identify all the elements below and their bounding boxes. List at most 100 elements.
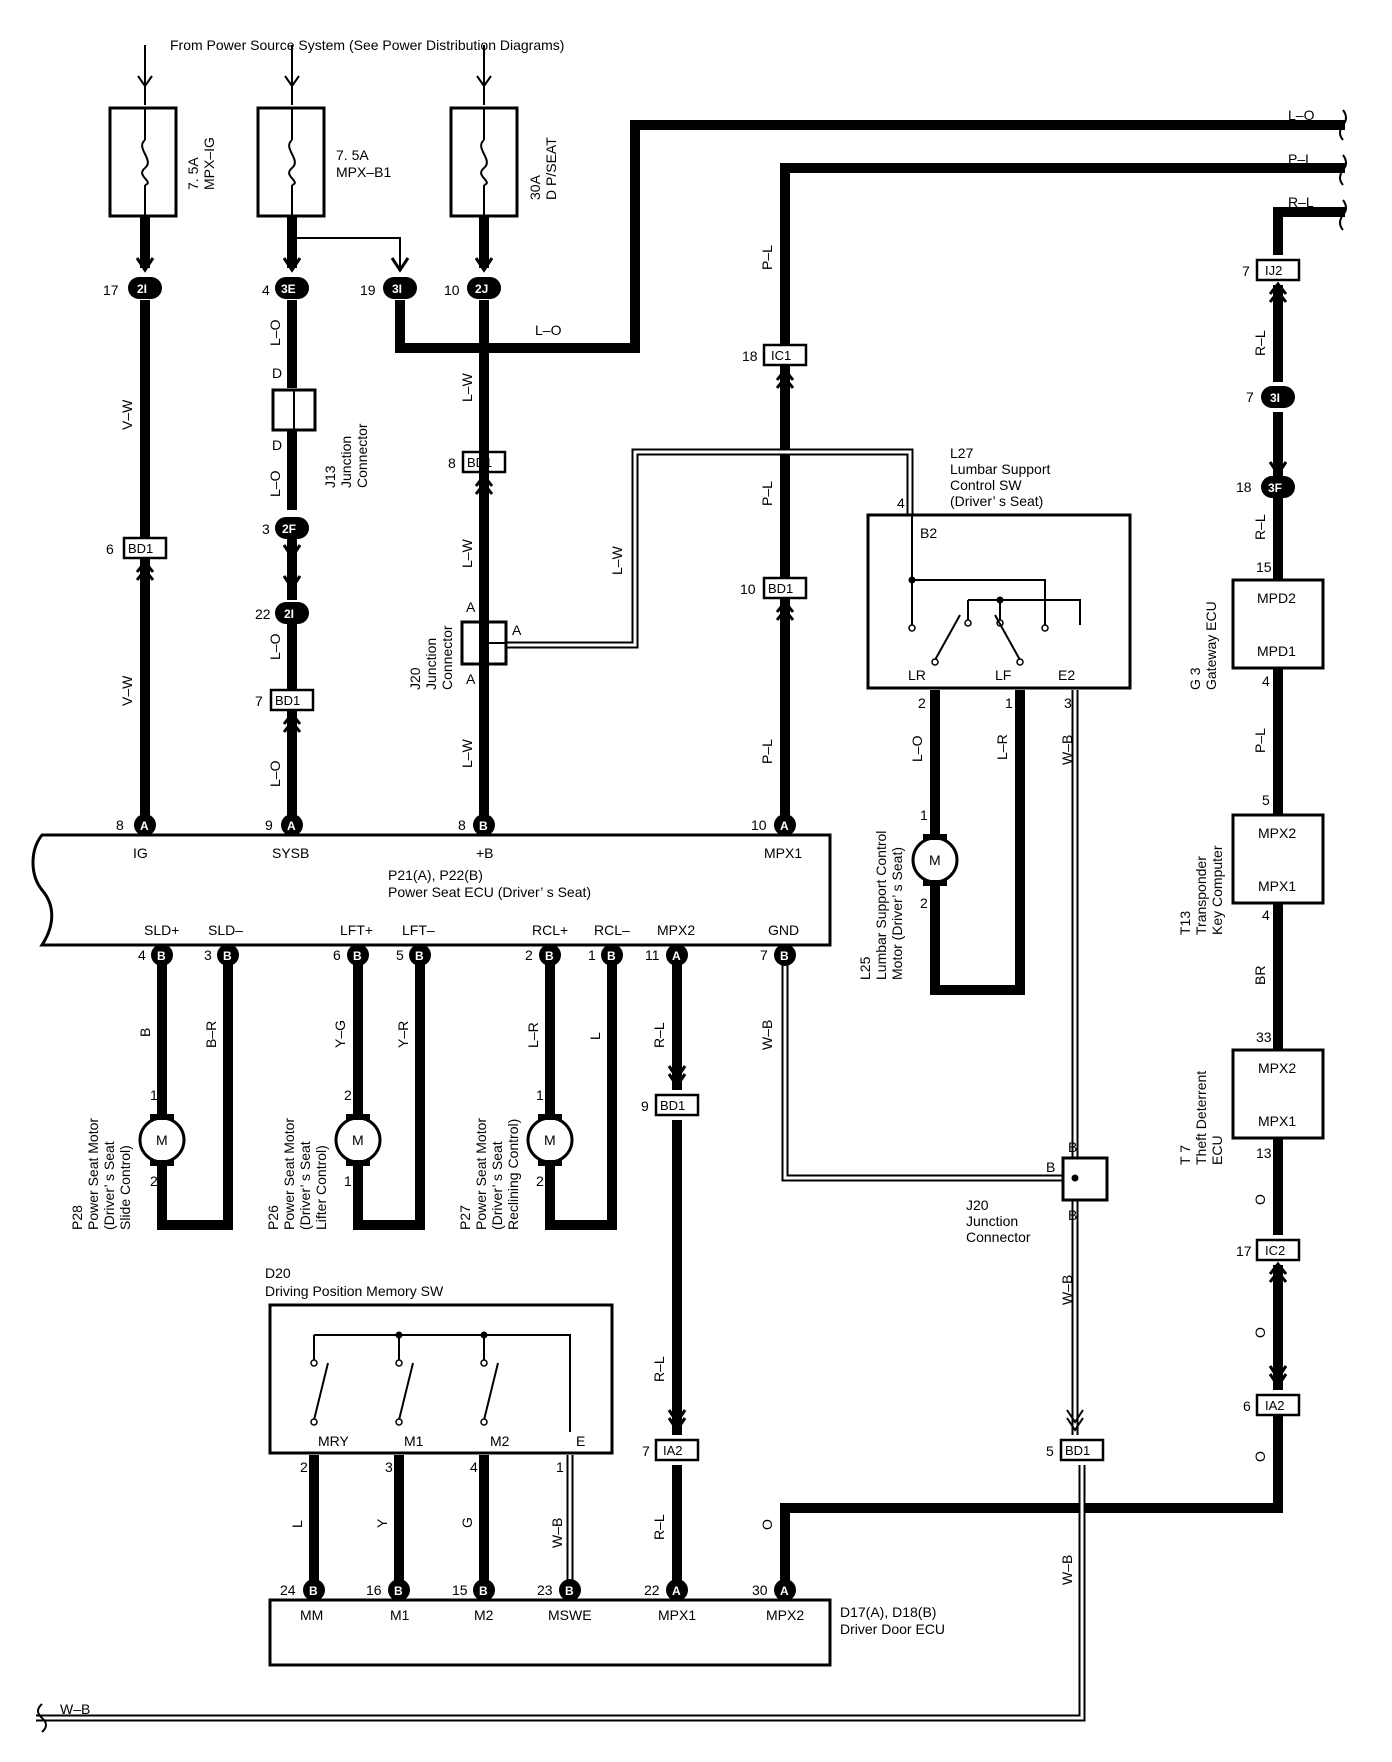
svg-text:19: 19 [360,282,376,298]
svg-text:V–W: V–W [119,675,135,706]
motor-p26-lifter: 2 M 1 P26 Power Seat Motor (Driver’ s Se… [265,1087,382,1230]
svg-text:J20: J20 [407,667,423,690]
svg-text:MPD1: MPD1 [1257,643,1296,659]
wire-slide-motor [157,960,233,1230]
svg-text:2: 2 [920,895,928,911]
j20-top-junction: A A A J20 Junction Connector [407,599,522,690]
svg-text:11: 11 [645,947,660,963]
svg-text:B: B [565,1584,574,1598]
svg-text:(Driver’ s Seat: (Driver’ s Seat [101,1141,117,1230]
svg-text:Control SW: Control SW [950,477,1022,493]
svg-text:L: L [587,1032,603,1040]
svg-text:L–R: L–R [994,734,1010,760]
svg-text:E2: E2 [1058,667,1075,683]
svg-text:7: 7 [255,693,263,709]
svg-text:MSWE: MSWE [548,1607,592,1623]
svg-text:W–B: W–B [1059,1555,1075,1585]
svg-text:T 7: T 7 [1177,1145,1193,1165]
svg-text:8: 8 [458,817,466,833]
power-seat-ecu: P21(A), P22(B) Power Seat ECU (Driver’ s… [31,814,832,966]
svg-text:L–O: L–O [535,322,562,338]
svg-text:Y–G: Y–G [332,1020,348,1048]
svg-text:2I: 2I [137,282,147,296]
svg-text:Reclining Control): Reclining Control) [505,1119,521,1230]
svg-text:Motor (Driver’ s Seat): Motor (Driver’ s Seat) [889,847,905,980]
svg-text:1: 1 [920,807,928,823]
svg-text:GND: GND [768,922,799,938]
wire-o-door [780,1410,1283,1590]
svg-text:BD1: BD1 [768,581,793,596]
thin-wires [36,237,1086,1722]
svg-text:4: 4 [897,495,905,511]
svg-text:2: 2 [300,1459,308,1475]
svg-text:M1: M1 [390,1607,410,1623]
svg-text:A: A [287,819,296,833]
svg-text:15: 15 [1256,559,1272,575]
svg-text:3E: 3E [281,282,296,296]
svg-text:B: B [780,949,789,963]
svg-text:B: B [479,819,488,833]
svg-text:IC2: IC2 [1265,1243,1285,1258]
svg-text:A: A [672,1584,681,1598]
svg-text:IA2: IA2 [1265,1398,1285,1413]
svg-text:W–B: W–B [1059,1275,1075,1305]
svg-text:3: 3 [385,1459,393,1475]
svg-text:SYSB: SYSB [272,845,309,861]
svg-text:BR: BR [1252,966,1268,985]
svg-text:B: B [607,949,616,963]
svg-text:MPX1: MPX1 [658,1607,696,1623]
svg-text:+B: +B [476,845,494,861]
svg-text:17: 17 [1236,1243,1252,1259]
svg-text:Junction: Junction [423,638,439,690]
svg-text:P26: P26 [265,1205,281,1230]
svg-text:(Driver’ s Seat: (Driver’ s Seat [297,1141,313,1230]
svg-text:M: M [544,1132,556,1148]
svg-text:B: B [137,1028,153,1037]
fuse-dpseat-name: D P/SEAT [543,137,559,200]
svg-text:W–B: W–B [60,1701,90,1717]
svg-text:G 3: G 3 [1187,667,1203,690]
svg-text:P–L: P–L [1288,151,1313,167]
svg-text:8: 8 [448,455,456,471]
svg-text:Driver Door ECU: Driver Door ECU [840,1621,945,1637]
svg-text:D: D [272,437,282,453]
svg-text:A: A [780,819,789,833]
svg-text:ECU: ECU [1209,1135,1225,1165]
svg-text:MPX2: MPX2 [1258,825,1296,841]
j13-junction-connector: D D J13 Junction Connector [271,365,370,488]
svg-text:1: 1 [150,1087,158,1103]
svg-text:4: 4 [262,282,270,298]
svg-text:L25: L25 [857,956,873,980]
svg-text:L–O: L–O [267,760,283,787]
svg-text:6: 6 [333,947,341,963]
svg-text:O: O [1252,1194,1268,1205]
svg-text:6: 6 [106,541,114,557]
fuse-mpx-b1-name: MPX–B1 [336,164,391,180]
svg-text:2I: 2I [284,607,294,621]
svg-text:B: B [545,949,554,963]
svg-text:P21(A), P22(B): P21(A), P22(B) [388,867,483,883]
svg-text:P28: P28 [69,1205,85,1230]
svg-text:SLD–: SLD– [208,922,243,938]
wire-r-l-top [1273,207,1345,255]
svg-text:Transponder: Transponder [1193,856,1209,935]
svg-text:BD1: BD1 [275,693,300,708]
svg-text:V–W: V–W [119,399,135,430]
svg-text:IA2: IA2 [663,1443,683,1458]
svg-text:MPX1: MPX1 [1258,1113,1296,1129]
wire-labels: V–W V–W L–O L–O L–O L–O L–O L–O P–L R–L … [60,107,1315,1717]
svg-text:P–L: P–L [759,245,775,270]
wire-w-b-gnd [781,960,1068,1182]
fuse-mpx-b1-amp: 7. 5A [336,147,369,163]
svg-text:Lumbar Support Control: Lumbar Support Control [873,831,889,980]
svg-text:Theft Deterrent: Theft Deterrent [1193,1071,1209,1165]
svg-text:Gateway ECU: Gateway ECU [1203,601,1219,690]
svg-text:Lumbar Support: Lumbar Support [950,461,1051,477]
svg-text:2: 2 [150,1173,158,1189]
conn-2f: 2F 3 2I 22 [255,517,309,624]
memory-switch-d20: D20 Driving Position Memory SW MRY M1 M2… [265,1265,614,1475]
svg-text:W–B: W–B [759,1020,775,1050]
svg-text:R–L: R–L [651,1356,667,1382]
svg-text:B: B [309,1584,318,1598]
svg-text:7: 7 [642,1443,650,1459]
